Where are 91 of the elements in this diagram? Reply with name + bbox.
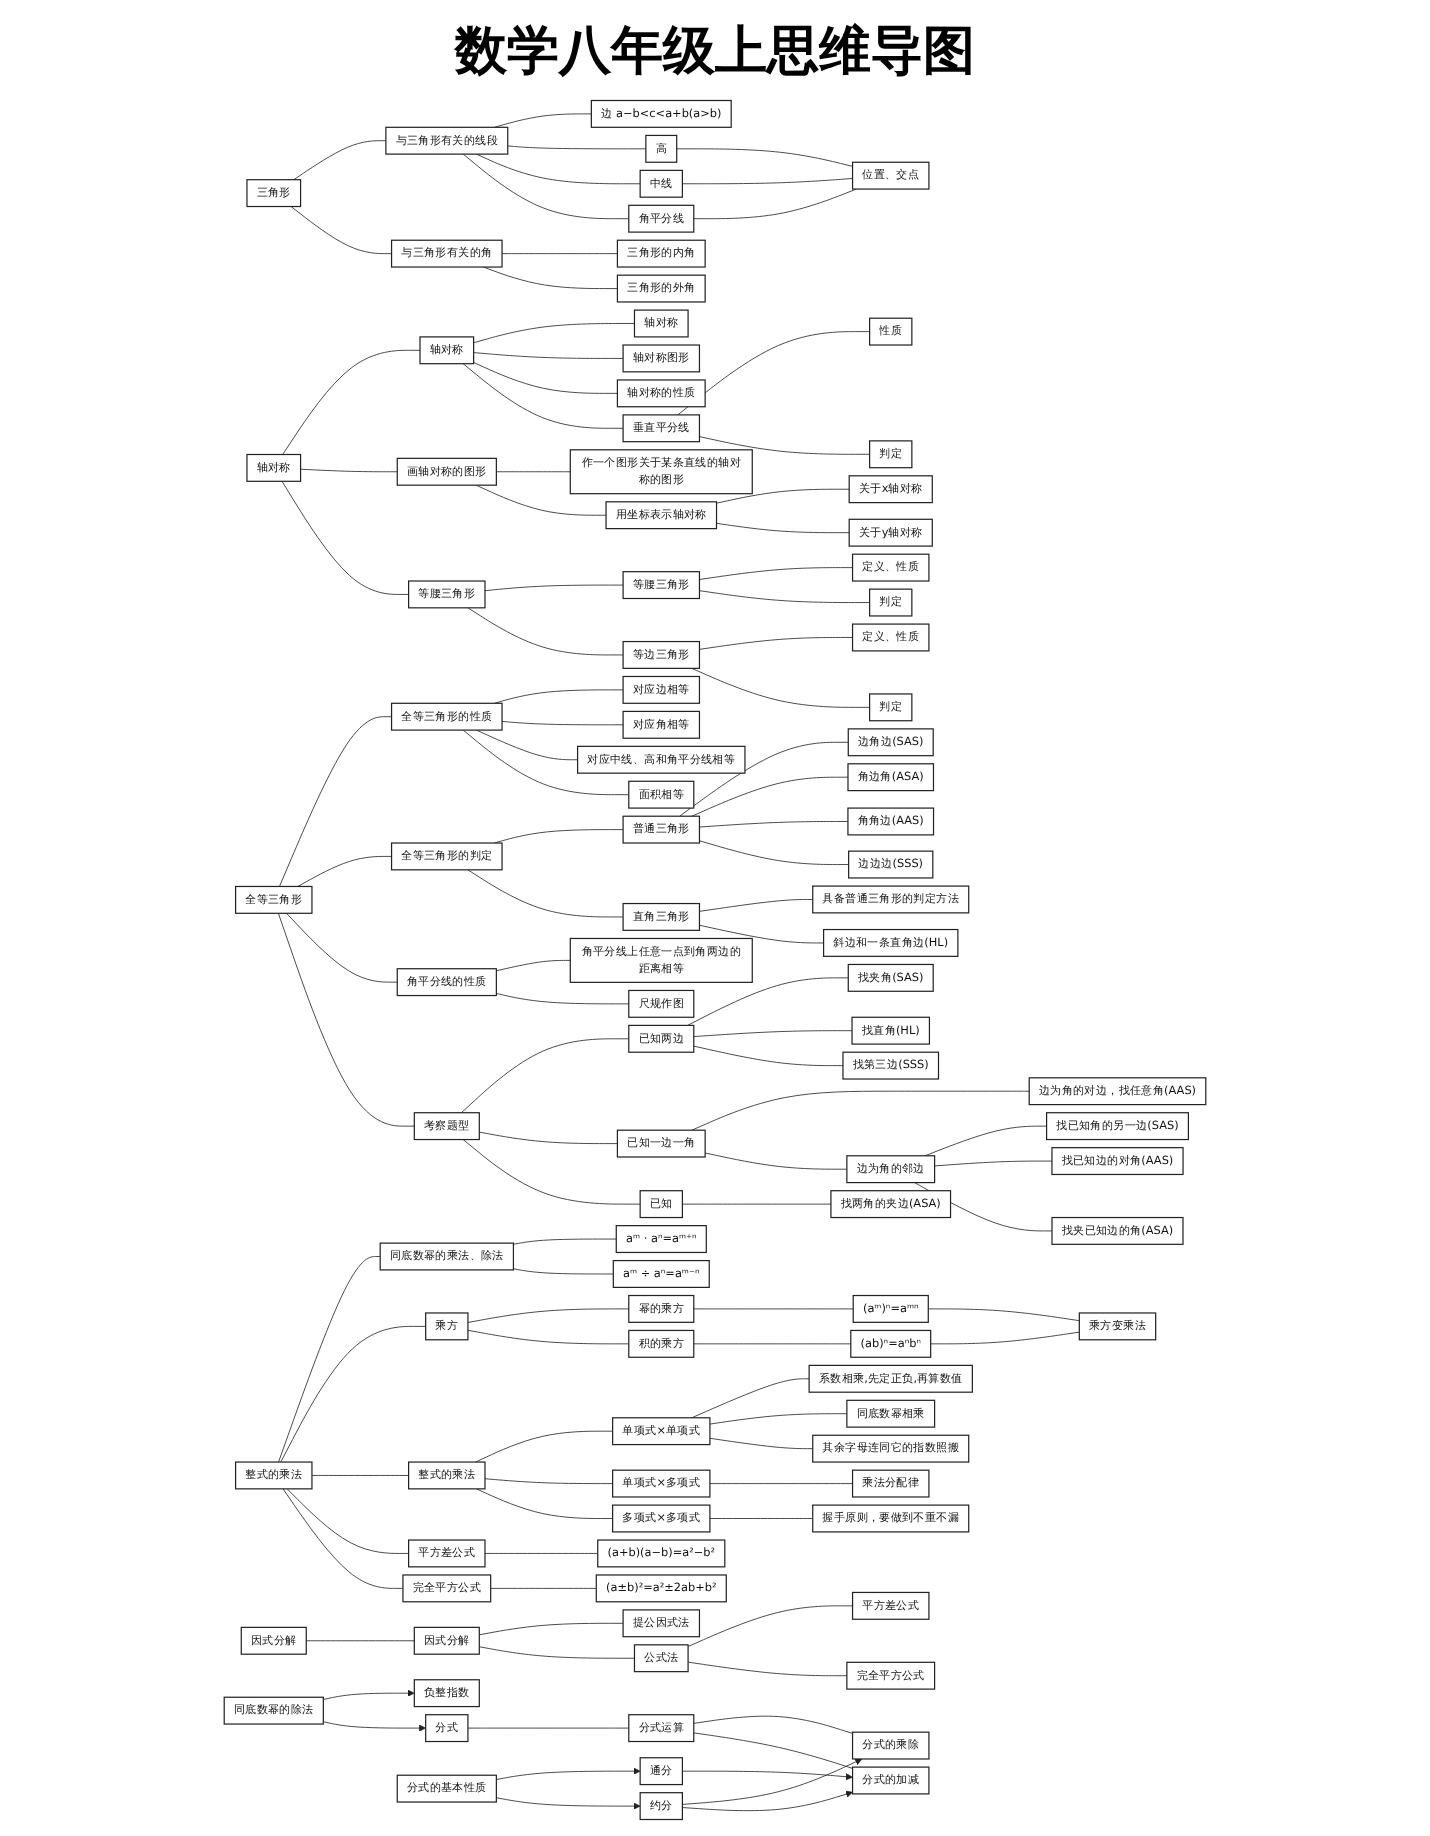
connector bbox=[699, 899, 814, 912]
connector bbox=[699, 637, 853, 650]
connector bbox=[286, 912, 398, 983]
connector bbox=[467, 869, 624, 918]
connector bbox=[495, 993, 630, 1005]
connector bbox=[691, 1090, 1030, 1131]
connector bbox=[687, 1661, 848, 1677]
connector bbox=[693, 1030, 853, 1037]
connector bbox=[709, 1483, 853, 1484]
connector bbox=[679, 741, 849, 817]
connector bbox=[305, 1640, 415, 1642]
connector bbox=[484, 1553, 599, 1554]
connector bbox=[279, 716, 392, 887]
connector bbox=[484, 1478, 614, 1484]
connector bbox=[495, 960, 571, 972]
connector bbox=[490, 1587, 597, 1589]
connector bbox=[462, 729, 630, 796]
connector bbox=[475, 484, 607, 516]
connector bbox=[467, 607, 624, 656]
connector bbox=[501, 253, 618, 255]
connector bbox=[461, 1038, 630, 1114]
connector bbox=[278, 1256, 381, 1463]
connector bbox=[699, 924, 824, 944]
connector bbox=[282, 1488, 404, 1589]
connector bbox=[691, 776, 849, 817]
connector bbox=[467, 1727, 630, 1729]
connector bbox=[677, 331, 870, 416]
connector bbox=[493, 113, 592, 128]
connector bbox=[297, 856, 392, 887]
connector bbox=[693, 1343, 852, 1345]
connector bbox=[924, 1125, 1047, 1157]
connector bbox=[716, 488, 850, 504]
connector bbox=[693, 1715, 853, 1734]
connector bbox=[507, 145, 647, 150]
connector bbox=[478, 1622, 624, 1636]
connector bbox=[501, 721, 624, 726]
connector bbox=[699, 436, 870, 455]
connector bbox=[475, 1430, 614, 1463]
connector bbox=[467, 1329, 630, 1345]
connector bbox=[704, 1152, 848, 1170]
connector bbox=[693, 1045, 844, 1066]
connector bbox=[691, 1378, 810, 1419]
connector bbox=[478, 1646, 635, 1659]
connector bbox=[476, 153, 641, 185]
connector bbox=[300, 468, 398, 473]
connector bbox=[462, 363, 624, 429]
connector bbox=[693, 1308, 854, 1310]
connector bbox=[493, 689, 624, 704]
connector bbox=[473, 323, 635, 344]
connector bbox=[482, 266, 618, 289]
connector bbox=[462, 153, 630, 220]
connector bbox=[278, 912, 415, 1127]
connector bbox=[476, 729, 578, 761]
connector bbox=[930, 1331, 1080, 1345]
connector bbox=[290, 206, 392, 255]
connector bbox=[311, 1475, 410, 1476]
connector bbox=[693, 1732, 853, 1769]
connector bbox=[693, 188, 857, 220]
connector bbox=[716, 522, 850, 534]
connector bbox=[709, 1518, 814, 1519]
connector bbox=[467, 1308, 630, 1323]
connector bbox=[709, 1413, 848, 1425]
connector bbox=[476, 1488, 614, 1519]
connector bbox=[473, 362, 618, 394]
connector bbox=[484, 584, 624, 592]
connector bbox=[709, 1437, 814, 1450]
connector bbox=[687, 1605, 853, 1647]
connector bbox=[513, 1268, 614, 1275]
connector bbox=[495, 471, 571, 473]
connector bbox=[699, 821, 849, 828]
connector bbox=[699, 840, 850, 865]
connector bbox=[473, 352, 624, 359]
connector bbox=[691, 667, 870, 708]
connector bbox=[478, 1131, 618, 1144]
connector bbox=[286, 1488, 410, 1554]
diagram-title: 数学八年级上思维导图 bbox=[452, 20, 977, 86]
connector bbox=[513, 1238, 617, 1245]
connector bbox=[281, 480, 410, 595]
connector bbox=[676, 148, 853, 167]
connector bbox=[682, 178, 853, 185]
connector bbox=[687, 977, 849, 1026]
connector bbox=[493, 829, 624, 844]
connector bbox=[927, 1308, 1080, 1322]
connector bbox=[699, 590, 870, 603]
connector bbox=[293, 140, 387, 181]
connector bbox=[699, 567, 853, 580]
connector bbox=[682, 1203, 832, 1205]
connector bbox=[280, 1325, 427, 1463]
connector bbox=[282, 349, 421, 455]
connector bbox=[934, 1160, 1053, 1167]
connector bbox=[462, 1139, 641, 1205]
